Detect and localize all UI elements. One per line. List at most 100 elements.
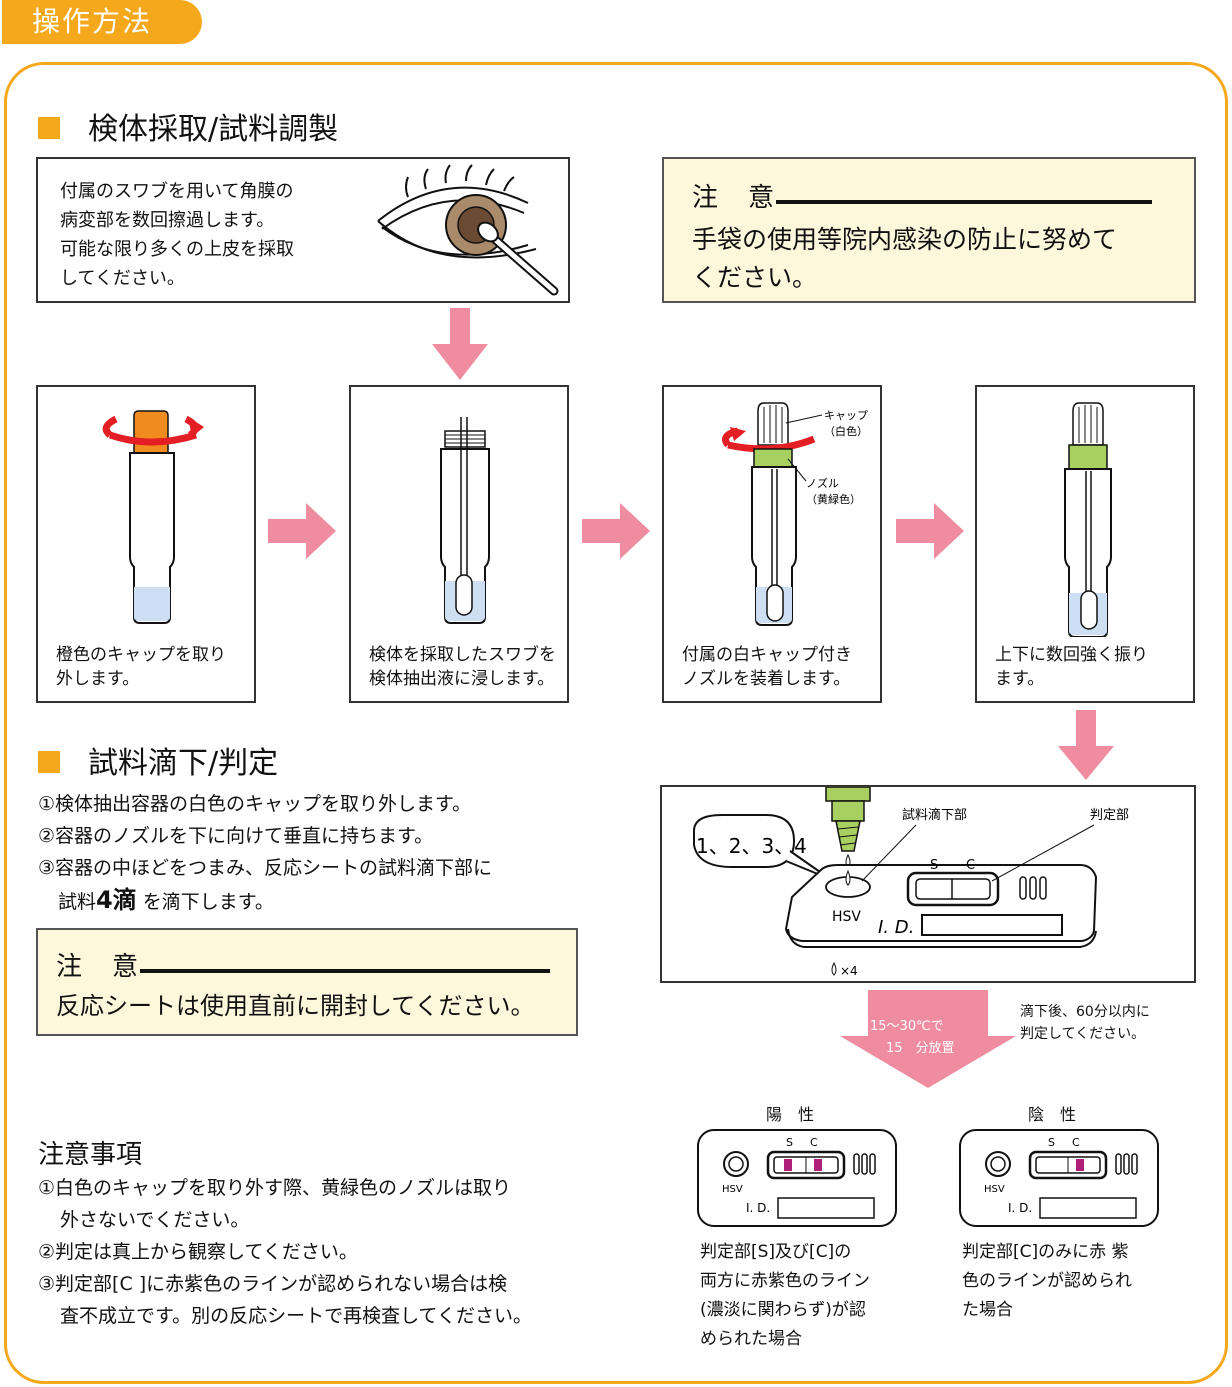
c-label: C [1072, 1136, 1080, 1149]
square-bullet-icon [38, 116, 60, 139]
reaction-sheet-box: 1、2、3、4 HSV S C I. D. 試料滴下部 判定部 ×4 [660, 785, 1196, 983]
c-label: C [810, 1136, 818, 1149]
section-heading-drop-judge: 試料滴下/判定 [38, 738, 278, 782]
caution-text: 手袋の使用等院内感染の防止に努めて ください。 [692, 221, 1117, 297]
section-tab: 操作方法 [2, 0, 202, 44]
caution-box-open-sheet: 注 意 反応シートは使用直前に開封してください。 [36, 928, 578, 1036]
caution-line: ください。 [692, 263, 818, 292]
drop-count-prefix: 試料 [58, 891, 97, 913]
negative-result-sheet: HSV S C I. D. [959, 1129, 1159, 1227]
down-arrow-icon [1058, 710, 1114, 780]
note-item: ①白色のキャップを取り外す際、黄緑色のノズルは取り [38, 1177, 512, 1199]
caution-title: 注 意 [56, 952, 141, 982]
drop-instruction-item-cont: 試料4滴 を滴下します。 [38, 884, 492, 918]
positive-line: 判定部[S]及び[C]の [700, 1242, 852, 1262]
notes-list: ①白色のキャップを取り外す際、黄緑色のノズルは取り 外さないでください。 ②判定… [38, 1172, 532, 1332]
c-label: C [966, 858, 975, 873]
incubation-temp: 15～30℃で [870, 1019, 944, 1034]
content-frame [4, 62, 1228, 1384]
caution-text: 反応シートは使用直前に開封してください。 [56, 992, 535, 1020]
positive-description: 判定部[S]及び[C]の 両方に赤紫色のライン (濃淡に関わらず)が認 められた… [700, 1238, 870, 1354]
step-caption-line: 検体抽出液に浸します。 [369, 669, 555, 689]
caution-title: 注 意 [692, 183, 777, 213]
drop-count-label: ×4 [840, 964, 858, 978]
caution-rule [140, 968, 551, 973]
step-caption: 検体を採取したスワブを 検体抽出液に浸します。 [369, 643, 556, 691]
tube-shake-illustration [1064, 402, 1112, 637]
section-heading-text: 検体採取/試料調製 [88, 112, 339, 147]
judge-deadline-line: 判定してください。 [1020, 1026, 1146, 1042]
hsv-label: HSV [722, 1184, 743, 1195]
notes-heading: 注意事項 [38, 1140, 143, 1170]
swab-line: 病変部を数回擦過します。 [60, 210, 275, 231]
caution-title-row: 注 意 [56, 946, 566, 983]
square-bullet-icon [38, 750, 60, 773]
negative-line: 判定部[C]のみに赤 紫 [962, 1242, 1129, 1262]
judge-deadline-text: 滴下後、60分以内に 判定してください。 [1020, 1001, 1150, 1045]
positive-line: 両方に赤紫色のライン [700, 1271, 870, 1291]
drop-instructions: ①検体抽出容器の白色のキャップを取り外します。 ②容器のノズルを下に向けて垂直に… [38, 788, 492, 918]
positive-line: (濃淡に関わらず)が認 [700, 1300, 866, 1320]
tube-nozzle-cap-illustration: キャップ （白色） ノズル （黄緑色） [722, 402, 868, 626]
cap-label: キャップ [824, 409, 868, 422]
note-item-cont: 外さないでください。 [60, 1209, 250, 1231]
s-label: S [930, 858, 938, 873]
caution-box-infection: 注 意 手袋の使用等院内感染の防止に努めて ください。 [662, 157, 1196, 303]
down-arrow-icon [432, 308, 488, 380]
negative-line: た場合 [962, 1300, 1013, 1320]
cap-sub-label: （白色） [824, 424, 868, 438]
step-box-3: キャップ （白色） ノズル （黄緑色） 付属の白キャップ付き ノズルを装着します… [662, 385, 882, 703]
right-arrow-icon [268, 503, 336, 559]
eye-swab-illustration [377, 164, 559, 296]
drop-area-label: 試料滴下部 [902, 807, 967, 823]
positive-title: 陽 性 [766, 1105, 815, 1124]
hsv-label: HSV [984, 1184, 1005, 1195]
tube-swab-illustration [440, 417, 490, 624]
tube-orange-cap-illustration [102, 410, 204, 624]
step-box-2: 検体を採取したスワブを 検体抽出液に浸します。 [349, 385, 569, 703]
negative-line: 色のラインが認められ [962, 1271, 1132, 1291]
section-heading-sample-prep: 検体採取/試料調製 [38, 104, 338, 148]
s-label: S [786, 1136, 793, 1149]
judge-deadline-line: 滴下後、60分以内に [1020, 1004, 1150, 1020]
caution-title-row: 注 意 [692, 177, 1172, 214]
step-box-4: 上下に数回強く振り ます。 [975, 385, 1195, 703]
note-item-cont: 査不成立です。別の反応シートで再検査してください。 [60, 1305, 532, 1327]
negative-title: 陰 性 [1028, 1105, 1077, 1124]
swab-line: 付属のスワブを用いて角膜の [60, 181, 294, 202]
section-heading-text: 試料滴下/判定 [88, 746, 279, 781]
nozzle-label: ノズル [806, 476, 839, 490]
id-label: I. D. [878, 917, 914, 938]
positive-result-sheet: HSV S C I. D. [697, 1129, 897, 1227]
step-box-1: 橙色のキャップを取り 外します。 [36, 385, 256, 703]
caution-line: 手袋の使用等院内感染の防止に努めて [692, 225, 1118, 254]
note-item: ③判定部[C ]に赤紫色のラインが認められない場合は検 [38, 1273, 508, 1295]
incubation-time: 15 分放置 [886, 1041, 955, 1056]
drop-instruction-item: ②容器のノズルを下に向けて垂直に持ちます。 [38, 825, 434, 847]
drop-instruction-item: ③容器の中ほどをつまみ、反応シートの試料滴下部に [38, 857, 493, 879]
judge-area-label: 判定部 [1090, 808, 1129, 823]
swab-instruction-text: 付属のスワブを用いて角膜の 病変部を数回擦過します。 可能な限り多くの上皮を採取… [60, 177, 294, 293]
right-arrow-icon [896, 503, 964, 559]
drop-count: 4滴 [96, 886, 137, 914]
right-arrow-icon [582, 503, 650, 559]
s-label: S [1048, 1136, 1055, 1149]
step-caption-line: ノズルを装着します。 [682, 669, 851, 689]
bubble-text: 1、2、3、4 [696, 834, 807, 858]
swab-line: してください。 [60, 268, 185, 289]
note-item: ②判定は真上から観察してください。 [38, 1241, 358, 1263]
negative-description: 判定部[C]のみに赤 紫 色のラインが認められ た場合 [962, 1238, 1132, 1325]
step-caption: 上下に数回強く振り ます。 [995, 643, 1148, 691]
incubation-arrow-icon: 15～30℃で 15 分放置 [840, 990, 1016, 1088]
reaction-sheet-illustration: 1、2、3、4 HSV S C I. D. 試料滴下部 判定部 ×4 [693, 787, 1129, 978]
hsv-label: HSV [832, 909, 861, 925]
step-caption: 橙色のキャップを取り 外します。 [56, 643, 226, 691]
swab-instruction-box: 付属のスワブを用いて角膜の 病変部を数回擦過します。 可能な限り多くの上皮を採取… [36, 157, 570, 303]
step-caption-line: 外します。 [56, 669, 140, 689]
drop-count-suffix: を滴下します。 [136, 891, 274, 913]
id-label: I. D. [746, 1201, 770, 1215]
positive-line: められた場合 [700, 1329, 802, 1349]
step-caption-line: 検体を採取したスワブを [369, 645, 556, 665]
step-caption-line: 橙色のキャップを取り [56, 645, 226, 665]
step-caption-line: 付属の白キャップ付き [682, 645, 852, 665]
